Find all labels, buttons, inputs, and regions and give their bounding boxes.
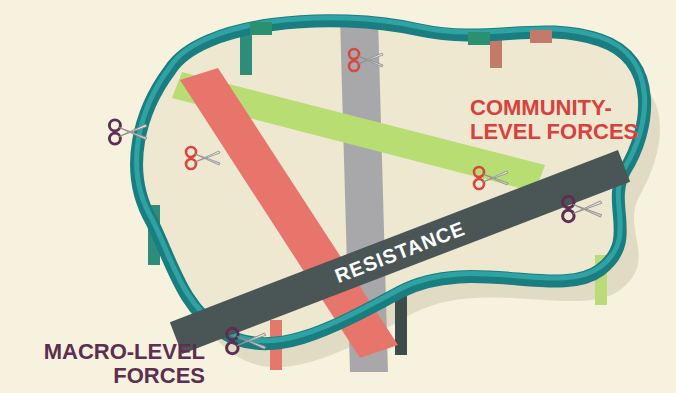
- ribbon-end: [395, 295, 407, 355]
- scissors: [563, 196, 602, 221]
- scissors: [474, 167, 508, 189]
- resistance-band: RESISTANCE: [170, 150, 630, 354]
- band-patch: [530, 30, 552, 43]
- scissors: [186, 147, 220, 169]
- band-patch: [468, 32, 490, 45]
- band-text: RESISTANCE: [332, 217, 469, 288]
- force-label: COMMUNITY-LEVEL FORCES: [470, 96, 650, 144]
- scissors: [109, 120, 146, 144]
- force-label: MACRO-LEVEL FORCES: [30, 340, 205, 388]
- scissors: [349, 49, 383, 71]
- scissors: [227, 328, 266, 353]
- band-patch: [250, 22, 272, 35]
